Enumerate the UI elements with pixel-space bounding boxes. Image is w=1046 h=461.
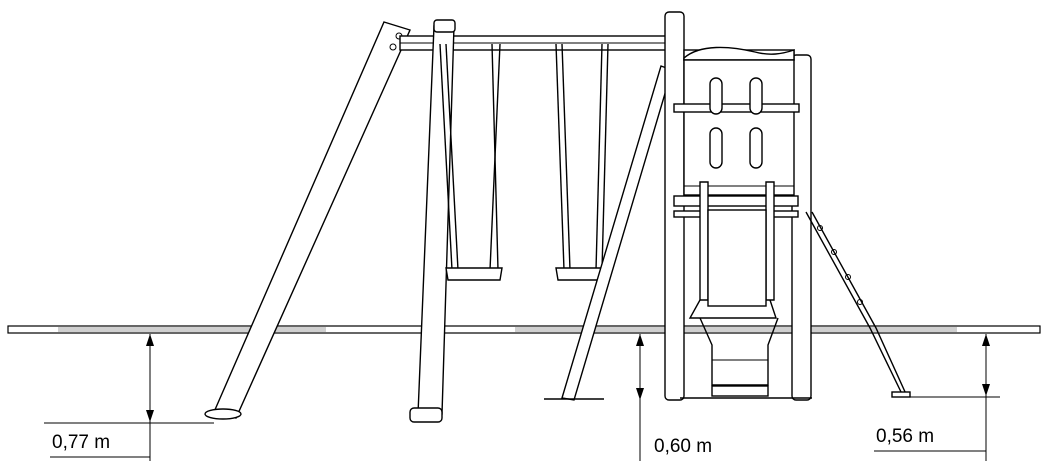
dimension-right: 0,56 m	[874, 334, 1000, 461]
swing-seat-left	[439, 43, 503, 281]
rope-ladder	[805, 211, 911, 398]
dimension-middle: 0,60 m	[636, 334, 712, 461]
dimension-right-label: 0,56 m	[876, 426, 934, 447]
swing-frame-left-leg	[204, 21, 411, 420]
dimension-left: 0,77 m	[44, 334, 214, 461]
ground-line	[7, 325, 1041, 334]
tower-structure	[664, 11, 812, 401]
dimension-left-label: 0,77 m	[52, 432, 110, 453]
slide	[688, 181, 779, 397]
swing-frame-post	[409, 19, 456, 423]
dimension-middle-label: 0,60 m	[654, 436, 712, 457]
swing-seat-right	[555, 43, 609, 281]
